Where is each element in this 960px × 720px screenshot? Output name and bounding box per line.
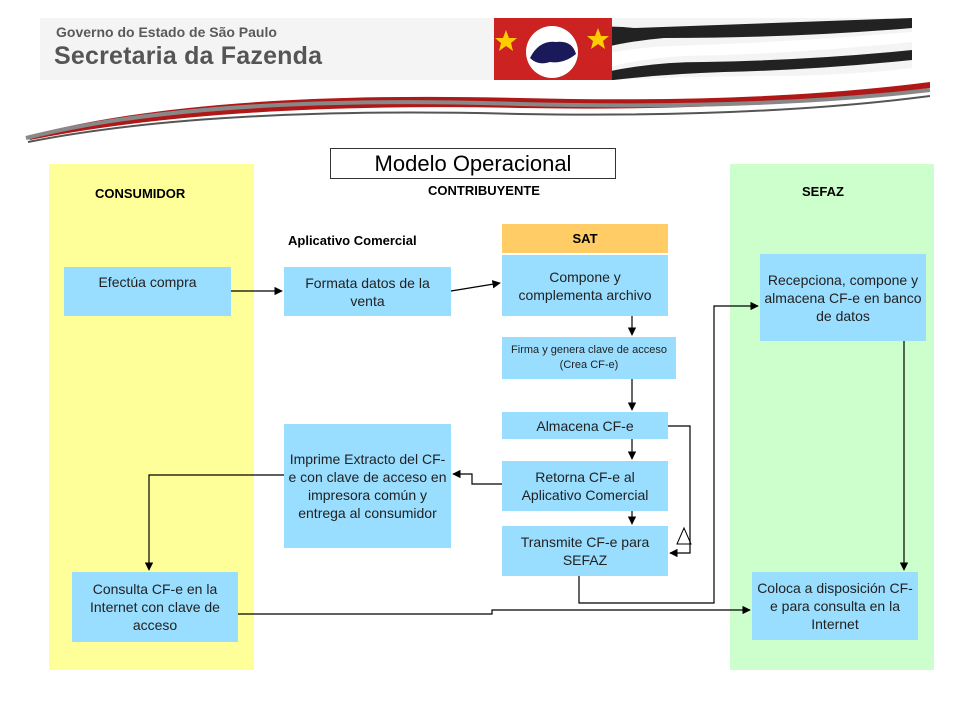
secretaria-text: Secretaria da Fazenda: [54, 42, 323, 70]
diagram-title: Modelo Operacional: [330, 148, 616, 179]
gov-text: Governo do Estado de São Paulo: [56, 24, 277, 40]
box-coloca: Coloca a disposición CF-e para consulta …: [752, 572, 918, 640]
box-transmite: Transmite CF-e para SEFAZ: [502, 526, 668, 576]
box-compone-archivo: Compone y complementa archivo: [502, 255, 668, 316]
box-firma-clave: Firma y genera clave de acceso (Crea CF-…: [502, 337, 676, 379]
lane-label-contribuyente: CONTRIBUYENTE: [428, 183, 540, 198]
lane-label-sefaz: SEFAZ: [802, 184, 844, 199]
arrow-imprime-consulta: [144, 474, 284, 571]
box-almacena: Almacena CF-e: [502, 412, 668, 439]
arrow-retorna-imprime: [452, 469, 502, 485]
box-retorna: Retorna CF-e al Aplicativo Comercial: [502, 461, 668, 511]
box-efectua-compra: Efectúa compra: [64, 267, 231, 316]
lane-label-consumidor: CONSUMIDOR: [95, 186, 186, 201]
header-swoosh: [25, 82, 931, 143]
sat-header: SAT: [502, 224, 668, 253]
box-imprime-extracto: Imprime Extracto del CF-e con clave de a…: [284, 424, 451, 548]
arrow-formata-compone: [450, 280, 501, 292]
arrow-transmite-recepciona: [578, 301, 759, 604]
box-consulta: Consulta CF-e en la Internet con clave d…: [72, 572, 238, 642]
arrow-almacena-transmite: [668, 425, 691, 558]
warning-triangle-icon: [676, 526, 692, 545]
sao-paulo-flag-icon: [494, 18, 912, 80]
box-formata-datos: Formata datos de la venta: [284, 267, 451, 316]
subhead-aplicativo: Aplicativo Comercial: [288, 233, 417, 248]
box-recepciona: Recepciona, compone y almacena CF-e en b…: [760, 254, 926, 341]
arrow-consulta-coloca: [238, 605, 751, 615]
